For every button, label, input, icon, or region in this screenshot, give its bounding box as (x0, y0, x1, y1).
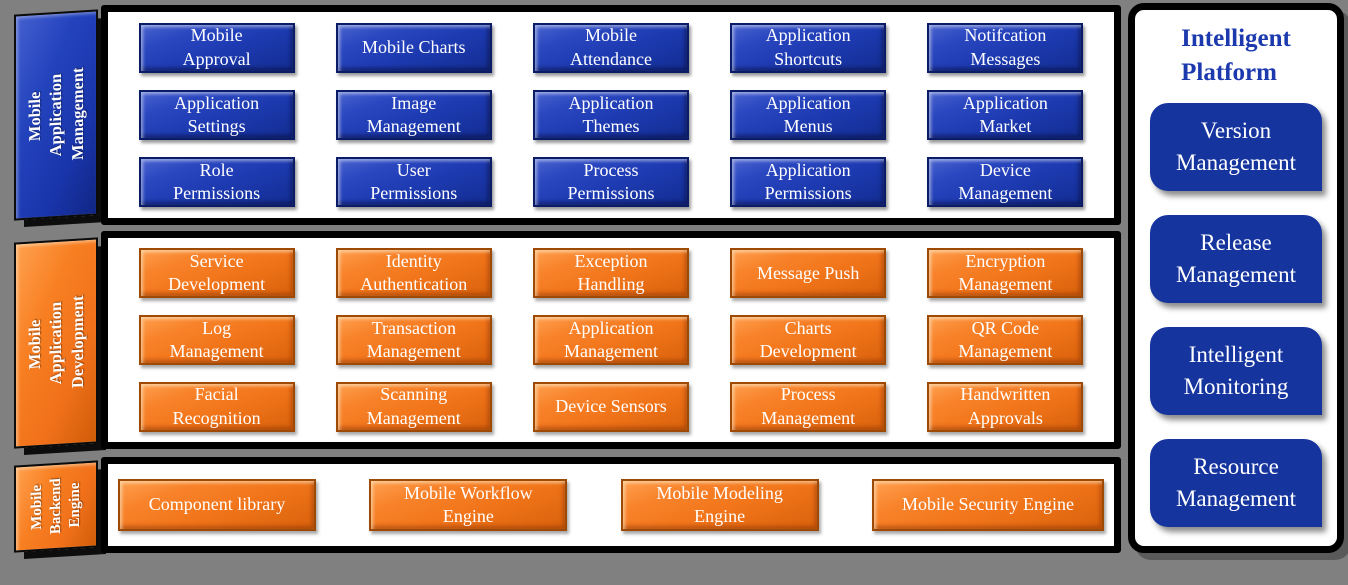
section-tab-label: Mobile Backend Engine (28, 478, 83, 535)
section-tab-mobile-application-management: Mobile Application Management (14, 9, 98, 221)
box-release-management: Release Management (1150, 214, 1322, 303)
section-tab-label: Mobile Application Development (24, 294, 87, 389)
box-process-permissions: Process Permissions (532, 157, 689, 208)
box-message-push: Message Push (730, 248, 887, 299)
box-charts-development: Charts Development (730, 314, 887, 365)
box-encryption-management: Encryption Management (927, 248, 1084, 299)
box-service-development: Service Development (138, 248, 295, 299)
box-handwritten-approvals: Handwritten Approvals (927, 381, 1084, 432)
box-resource-management: Resource Management (1150, 438, 1322, 527)
box-device-management: Device Management (927, 157, 1084, 208)
box-device-sensors: Device Sensors (532, 381, 689, 432)
box-role-permissions: Role Permissions (138, 157, 295, 208)
box-application-settings: Application Settings (138, 89, 295, 140)
intelligent-platform-items: Version Management Release Management In… (1150, 102, 1322, 527)
box-intelligent-monitoring: Intelligent Monitoring (1150, 326, 1322, 415)
box-mobile-workflow-engine: Mobile Workflow Engine (369, 479, 568, 531)
box-application-shortcuts: Application Shortcuts (730, 22, 887, 73)
box-transaction-management: Transaction Management (335, 314, 492, 365)
section-tab-mobile-application-development: Mobile Application Development (14, 237, 98, 449)
box-image-management: Image Management (335, 89, 492, 140)
section-panel-mobile-application-management: Mobile Approval Mobile Charts Mobile Att… (101, 5, 1121, 225)
box-scanning-management: Scanning Management (335, 381, 492, 432)
box-mobile-modeling-engine: Mobile Modeling Engine (620, 479, 819, 531)
box-mobile-attendance: Mobile Attendance (532, 22, 689, 73)
box-qr-code-management: QR Code Management (927, 314, 1084, 365)
button-grid: Mobile Approval Mobile Charts Mobile Att… (108, 12, 1114, 218)
box-facial-recognition: Facial Recognition (138, 381, 295, 432)
box-process-management: Process Management (730, 381, 887, 432)
section-panel-mobile-backend-engine: Component library Mobile Workflow Engine… (101, 457, 1121, 553)
box-application-management: Application Management (532, 314, 689, 365)
box-notifcation-messages: Notifcation Messages (927, 22, 1084, 73)
button-grid: Service Development Identity Authenticat… (108, 238, 1114, 442)
box-log-management: Log Management (138, 314, 295, 365)
box-application-menus: Application Menus (730, 89, 887, 140)
box-version-management: Version Management (1150, 102, 1322, 191)
intelligent-platform-title: Intelligent Platform (1181, 25, 1291, 86)
box-application-market: Application Market (927, 89, 1084, 140)
box-mobile-security-engine: Mobile Security Engine (871, 479, 1104, 531)
box-application-permissions: Application Permissions (730, 157, 887, 208)
box-mobile-approval: Mobile Approval (138, 22, 295, 73)
box-user-permissions: User Permissions (335, 157, 492, 208)
box-mobile-charts: Mobile Charts (335, 22, 492, 73)
box-application-themes: Application Themes (532, 89, 689, 140)
intelligent-platform-panel: Intelligent Platform Version Management … (1128, 3, 1344, 553)
section-tab-mobile-backend-engine: Mobile Backend Engine (14, 460, 98, 553)
section-tab-label: Mobile Application Management (24, 66, 87, 161)
section-panel-mobile-application-development: Service Development Identity Authenticat… (101, 231, 1121, 449)
box-identity-authentication: Identity Authentication (335, 248, 492, 299)
box-component-library: Component library (118, 479, 316, 531)
box-exception-handling: Exception Handling (532, 248, 689, 299)
